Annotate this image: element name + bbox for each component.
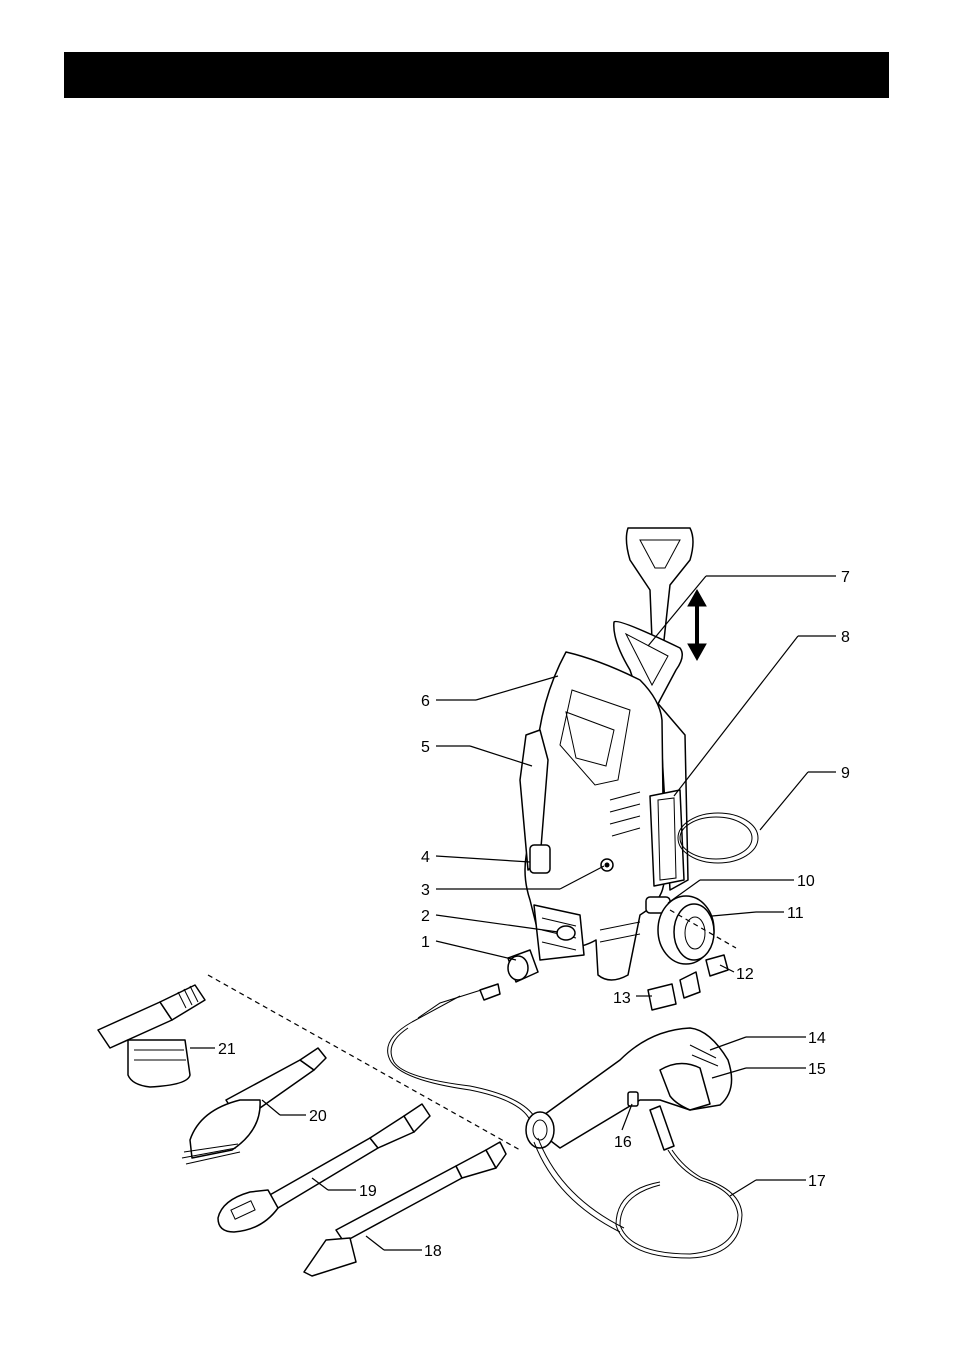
detergent-bottle xyxy=(98,985,205,1087)
handle-raised-position xyxy=(626,528,693,640)
callout-6: 6 xyxy=(421,693,430,710)
callout-16: 16 xyxy=(614,1134,632,1151)
callout-14: 14 xyxy=(808,1030,826,1047)
callout-13: 13 xyxy=(613,990,631,1007)
wash-brush xyxy=(182,1048,326,1164)
callout-20: 20 xyxy=(309,1108,327,1125)
water-inlet-assembly xyxy=(646,896,736,964)
callout-19: 19 xyxy=(359,1183,377,1200)
gun-hose-coil xyxy=(534,1138,742,1258)
callout-3: 3 xyxy=(421,882,430,899)
callout-11: 11 xyxy=(787,905,804,922)
callout-15: 15 xyxy=(808,1061,826,1078)
height-adjust-arrow-icon xyxy=(688,590,706,660)
callout-18: 18 xyxy=(424,1243,442,1260)
callout-12: 12 xyxy=(736,966,754,983)
callout-8: 8 xyxy=(841,629,850,646)
high-pressure-hose xyxy=(388,984,534,1120)
callout-2: 2 xyxy=(421,908,430,925)
callout-5: 5 xyxy=(421,739,430,756)
callout-21: 21 xyxy=(218,1041,236,1058)
hose-coil-storage xyxy=(678,813,758,863)
hose-adapter xyxy=(508,950,538,982)
callout-leaders xyxy=(190,576,836,1250)
callout-7: 7 xyxy=(841,569,850,586)
callout-17: 17 xyxy=(808,1173,826,1190)
callout-4: 4 xyxy=(421,849,430,866)
trigger-gun xyxy=(526,1028,732,1150)
callout-1: 1 xyxy=(421,934,430,951)
callout-10: 10 xyxy=(797,873,815,890)
callout-9: 9 xyxy=(841,765,850,782)
